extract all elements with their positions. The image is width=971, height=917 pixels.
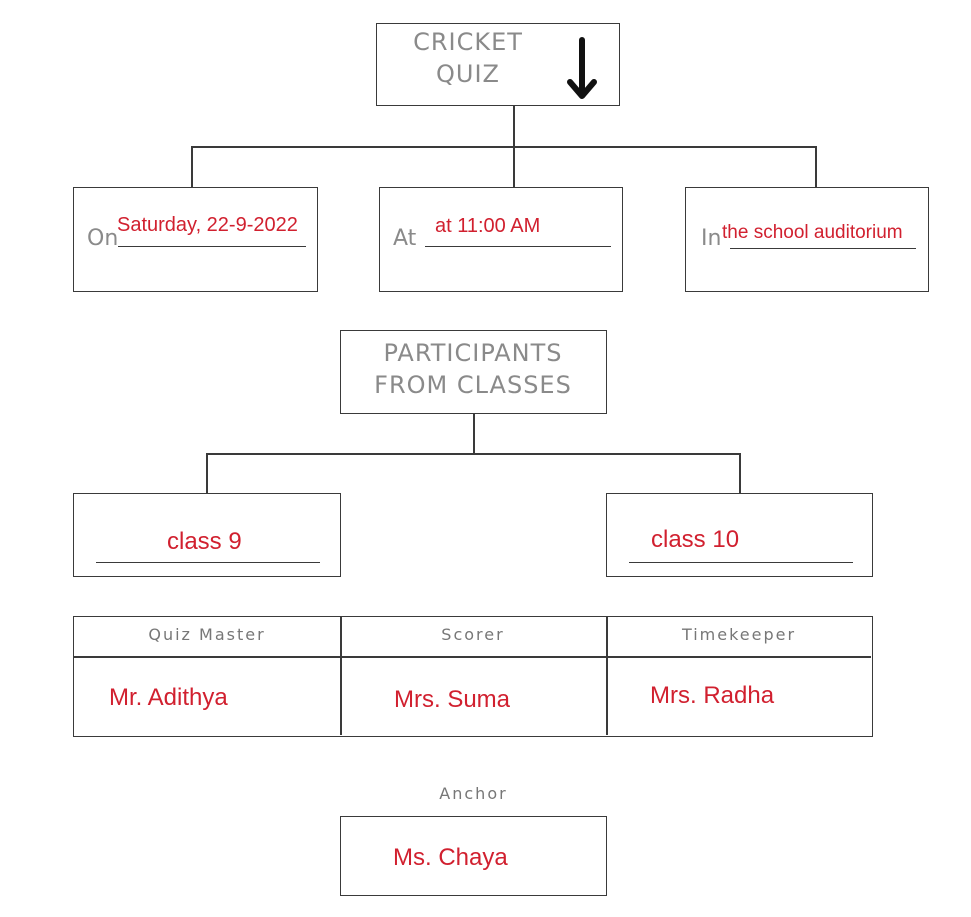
anchor-name: Ms. Chaya [393,844,508,871]
at-label: At [393,226,417,251]
connector [815,146,817,188]
time-box: At at 11:00 AM [379,187,623,292]
anchor-box: Ms. Chaya [340,816,607,896]
table-column-divider [340,617,342,735]
participants-box: PARTICIPANTS FROM CLASSES [340,330,607,414]
participants-line-1: PARTICIPANTS [383,339,563,367]
role-name-quiz-master: Mr. Adithya [109,684,228,711]
class-10-underline [629,562,853,563]
connector [513,106,515,147]
venue-box: In the school auditorium [685,187,929,292]
down-arrow-icon [567,37,597,99]
time-value: at 11:00 AM [435,215,541,237]
class-10-value: class 10 [651,526,740,553]
connector [513,146,515,188]
role-label-scorer: Scorer [441,625,505,644]
date-underline [118,246,306,247]
class-9-underline [96,562,320,563]
in-label: In [701,226,722,251]
role-label-timekeeper: Timekeeper [681,625,797,644]
title-line-1: CRICKET [413,28,523,56]
connector [206,453,208,494]
anchor-label: Anchor [439,784,508,803]
role-label-quiz-master: Quiz Master [148,625,266,644]
role-name-timekeeper: Mrs. Radha [650,682,775,709]
title-line-2: QUIZ [436,60,500,88]
connector [739,453,741,494]
date-box: On Saturday, 22-9-2022 [73,187,318,292]
connector [191,146,193,188]
roles-table: Quiz Master Scorer Timekeeper Mr. Adithy… [73,616,873,737]
table-header-divider [74,656,871,658]
class-9-value: class 9 [167,528,242,555]
on-label: On [87,226,119,251]
role-name-scorer: Mrs. Suma [394,686,511,713]
venue-underline [730,248,916,249]
time-underline [425,246,611,247]
participants-line-2: FROM CLASSES [374,371,572,399]
connector [206,453,740,455]
date-value: Saturday, 22-9-2022 [117,214,298,236]
class-10-box: class 10 [606,493,873,577]
connector [191,146,816,148]
title-box: CRICKET QUIZ [376,23,620,106]
class-9-box: class 9 [73,493,341,577]
table-column-divider [606,617,608,735]
venue-value: the school auditorium [722,222,903,243]
connector [473,414,475,454]
